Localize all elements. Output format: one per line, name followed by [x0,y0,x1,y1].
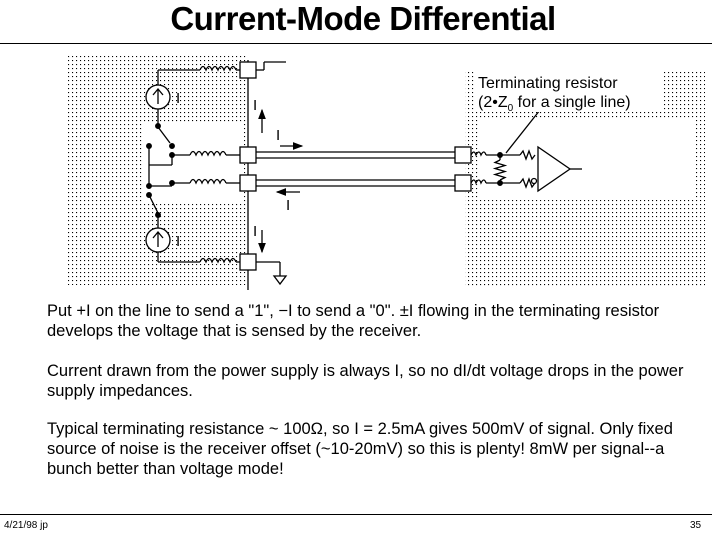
label-pointer [505,109,541,154]
current-label-upper-line: I [276,127,280,144]
current-label-lower-line: I [286,197,290,214]
current-label-top-pad: I [253,97,257,114]
footer-divider [0,514,712,515]
ground-pad [239,253,257,271]
svg-text:(2•Z0 for a single line): (2•Z0 for a single line) [478,94,631,114]
lower-line-inductor [189,178,227,185]
paragraph-power-supply: Current drawn from the power supply is a… [47,362,684,400]
page-number: 35 [690,520,702,531]
top-inductor [199,65,237,72]
rx-pad-upper [454,146,472,164]
tx-pad-lower [239,174,257,192]
title-divider [0,43,712,44]
slide-title: Current-Mode Differential [170,0,556,37]
circuit-diagram: I I I I I I Terminating resistor (2•Z0 f… [68,55,705,290]
bottom-inductor [199,257,237,264]
svg-text:Terminating resistor: Terminating resistor [478,75,618,92]
upper-line-inductor [189,150,227,157]
current-label-bottom-source: I [176,233,180,250]
rx-pad-lower [454,174,472,192]
terminating-resistor-label: Terminating resistor (2•Z0 for a single … [474,70,664,114]
paragraph-signaling: Put +I on the line to send a "1", −I to … [47,302,660,340]
terminating-resistor [492,159,508,181]
paragraph-noise: Typical terminating resistance ~ 100Ω, s… [47,420,673,478]
supply-pad [239,61,257,79]
current-label-top-source: I [176,90,180,107]
ground-icon [272,275,288,286]
footer-date-author: 4/21/98 jp [4,520,48,531]
tx-pad-upper [239,146,257,164]
current-label-bottom-pad: I [253,223,257,240]
receiver-comparator [537,145,572,193]
